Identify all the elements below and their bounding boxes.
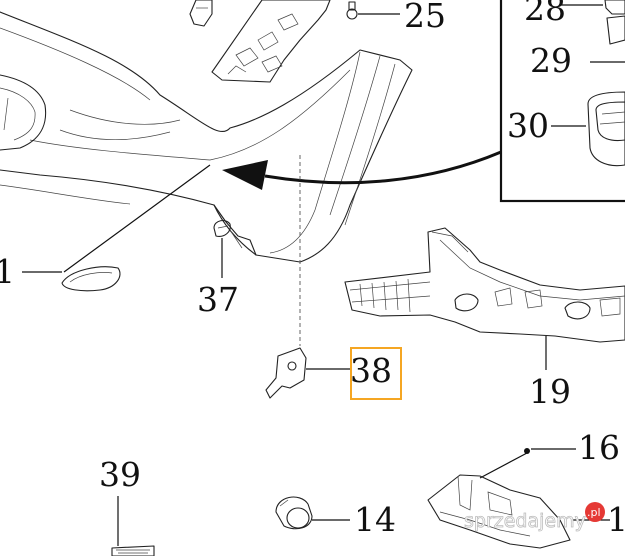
mounting-bracket <box>265 347 307 399</box>
upper-bracket <box>211 0 331 83</box>
bottom-trim <box>111 545 155 556</box>
bumper-cover <box>0 11 413 263</box>
reference-arrow <box>222 150 502 190</box>
watermark-dot-icon <box>585 502 605 522</box>
push-clip <box>213 219 231 237</box>
watermark-text: sprzedajemy <box>464 510 586 532</box>
callout-14: 14 <box>354 500 396 539</box>
watermark: sprzedajemy .pl <box>464 502 605 532</box>
callout-19: 19 <box>529 372 571 411</box>
highlight-box-38 <box>350 347 402 400</box>
callout-28: 28 <box>524 0 566 28</box>
side-bracket <box>344 227 625 343</box>
detail-inset <box>499 0 625 203</box>
watermark-suffix: .pl <box>587 506 601 519</box>
callout-39: 39 <box>99 455 141 494</box>
lower-bracket <box>427 474 571 549</box>
callout-16: 16 <box>578 428 620 467</box>
reflector-part <box>61 266 121 292</box>
clip-part <box>189 0 213 27</box>
callout-38: 38 <box>350 351 392 390</box>
callout-1-right: 1 <box>607 500 625 539</box>
callout-37: 37 <box>197 280 239 319</box>
callout-1-left: 1 <box>0 252 15 291</box>
callout-29: 29 <box>530 41 572 80</box>
screw-16 <box>524 448 530 454</box>
callout-30: 30 <box>507 106 549 145</box>
screw-part <box>346 1 358 20</box>
parking-sensor <box>275 496 313 530</box>
callout-25: 25 <box>404 0 446 35</box>
